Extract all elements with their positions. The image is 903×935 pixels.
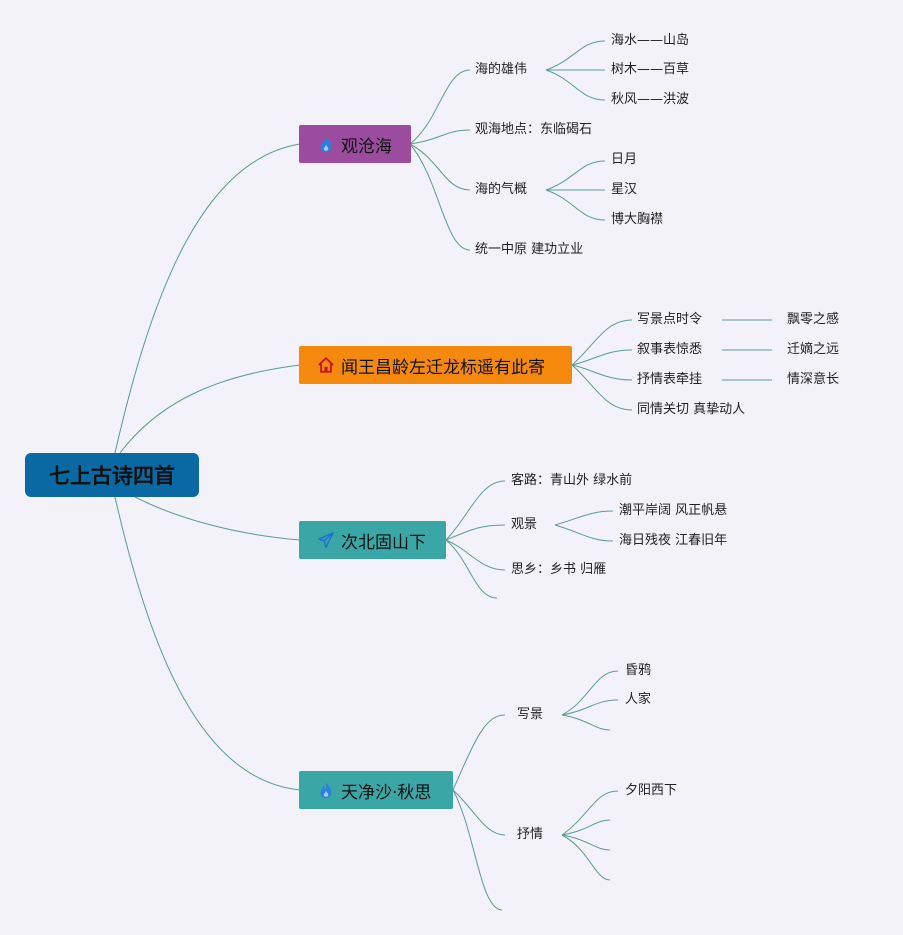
topic-node[interactable]: 客路：青山外 绿水前	[511, 473, 633, 488]
root-node[interactable]: 七上古诗四首	[25, 453, 199, 497]
detail-node[interactable]: 秋风——洪波	[611, 92, 690, 107]
connector-b1-t3-l1	[545, 160, 606, 191]
detail-node[interactable]: 博大胸襟	[611, 212, 664, 227]
connector-b3-t3	[445, 539, 506, 571]
detail-node[interactable]: 星汉	[611, 182, 638, 197]
connector-b1-t2	[409, 129, 471, 145]
detail-node[interactable]: 夕阳西下	[625, 783, 678, 798]
topic-node[interactable]: 叙事表惊悉	[637, 342, 703, 357]
connector-b4-t2-l3	[561, 834, 611, 851]
home-icon	[318, 357, 334, 373]
topic-node[interactable]: 抒情表牵挂	[637, 372, 703, 387]
detail-node[interactable]: 海水——山岛	[611, 33, 690, 48]
branch-label: 闻王昌龄左迁龙标遥有此寄	[341, 357, 545, 378]
branch-node-guancanghai[interactable]: 观沧海	[299, 125, 411, 163]
detail-node[interactable]: 海日残夜 江春旧年	[619, 533, 728, 548]
detail-node[interactable]: 潮平岸阔 风正帆悬	[619, 503, 728, 518]
connector-b4-t2	[452, 789, 506, 836]
topic-node[interactable]: 同情关切 真挚动人	[637, 402, 746, 417]
topic-node[interactable]: 观景	[511, 517, 538, 532]
connector-b4-t1-l1	[561, 670, 619, 716]
topic-node[interactable]: 写景	[517, 707, 544, 722]
connector-b3-t2-l2	[554, 524, 614, 542]
branch-node-wenwangchangling[interactable]: 闻王昌龄左迁龙标遥有此寄	[299, 346, 572, 384]
connector-b1-t1-l3	[545, 69, 606, 101]
connector-b1-t1-l1	[545, 40, 606, 71]
detail-node[interactable]: 人家	[625, 692, 652, 707]
connector-b3-t2-l1	[554, 510, 614, 526]
connector-b1-t3-l3	[545, 189, 606, 221]
connector-b3-t2	[445, 524, 506, 541]
detail-node[interactable]: 日月	[611, 152, 638, 167]
connector-b4-t1-l2	[561, 699, 619, 716]
connector-root-b3	[134, 496, 301, 541]
topic-node[interactable]: 海的气概	[475, 182, 528, 197]
topic-node[interactable]: 海的雄伟	[475, 62, 528, 77]
branch-node-cibeigushanxia[interactable]: 次北固山下	[299, 521, 446, 559]
detail-node[interactable]: 树木——百草	[611, 62, 690, 77]
flame-icon	[320, 781, 332, 799]
detail-node[interactable]: 昏鸦	[625, 663, 652, 678]
connector-root-b1	[114, 143, 301, 454]
connector-b3-t1	[445, 480, 506, 541]
detail-node[interactable]: 飘零之感	[787, 312, 840, 327]
branch-label: 天净沙·秋思	[341, 782, 432, 803]
topic-node[interactable]: 思乡：乡书 归雁	[511, 562, 607, 577]
topic-node[interactable]: 观海地点：东临碣石	[475, 122, 593, 137]
paper-plane-icon	[318, 532, 334, 548]
topic-node[interactable]: 写景点时令	[637, 312, 703, 327]
connector-b1-t3	[409, 143, 471, 191]
branch-node-tianjingshaqiusi[interactable]: 天净沙·秋思	[299, 771, 453, 809]
connector-b4-t3	[452, 789, 503, 911]
connector-root-b4	[114, 496, 301, 791]
branch-label: 观沧海	[341, 136, 392, 157]
detail-node[interactable]: 情深意长	[787, 372, 840, 387]
detail-node[interactable]: 迁嫡之远	[787, 342, 840, 357]
connector-b4-t1	[452, 714, 506, 791]
connector-b4-t2-l1	[561, 790, 619, 836]
topic-node[interactable]: 抒情	[517, 827, 544, 842]
topic-node[interactable]: 统一中原 建功立业	[475, 242, 584, 257]
connector-b2-t1	[571, 319, 633, 366]
connector-b4-t2-l4	[561, 834, 611, 881]
flame-icon	[320, 135, 332, 153]
connector-b2-t2	[571, 349, 633, 366]
connector-b4-t2-l2	[561, 819, 611, 836]
connector-root-b2	[119, 364, 301, 454]
connector-b4-t1-l3	[561, 714, 611, 731]
connector-b2-t3	[571, 364, 633, 381]
connector-b3-t4	[445, 539, 498, 599]
connector-b2-t4	[571, 364, 633, 411]
branch-label: 次北固山下	[341, 532, 426, 553]
connector-b1-t1	[409, 69, 471, 145]
connector-b1-t4	[409, 143, 471, 251]
